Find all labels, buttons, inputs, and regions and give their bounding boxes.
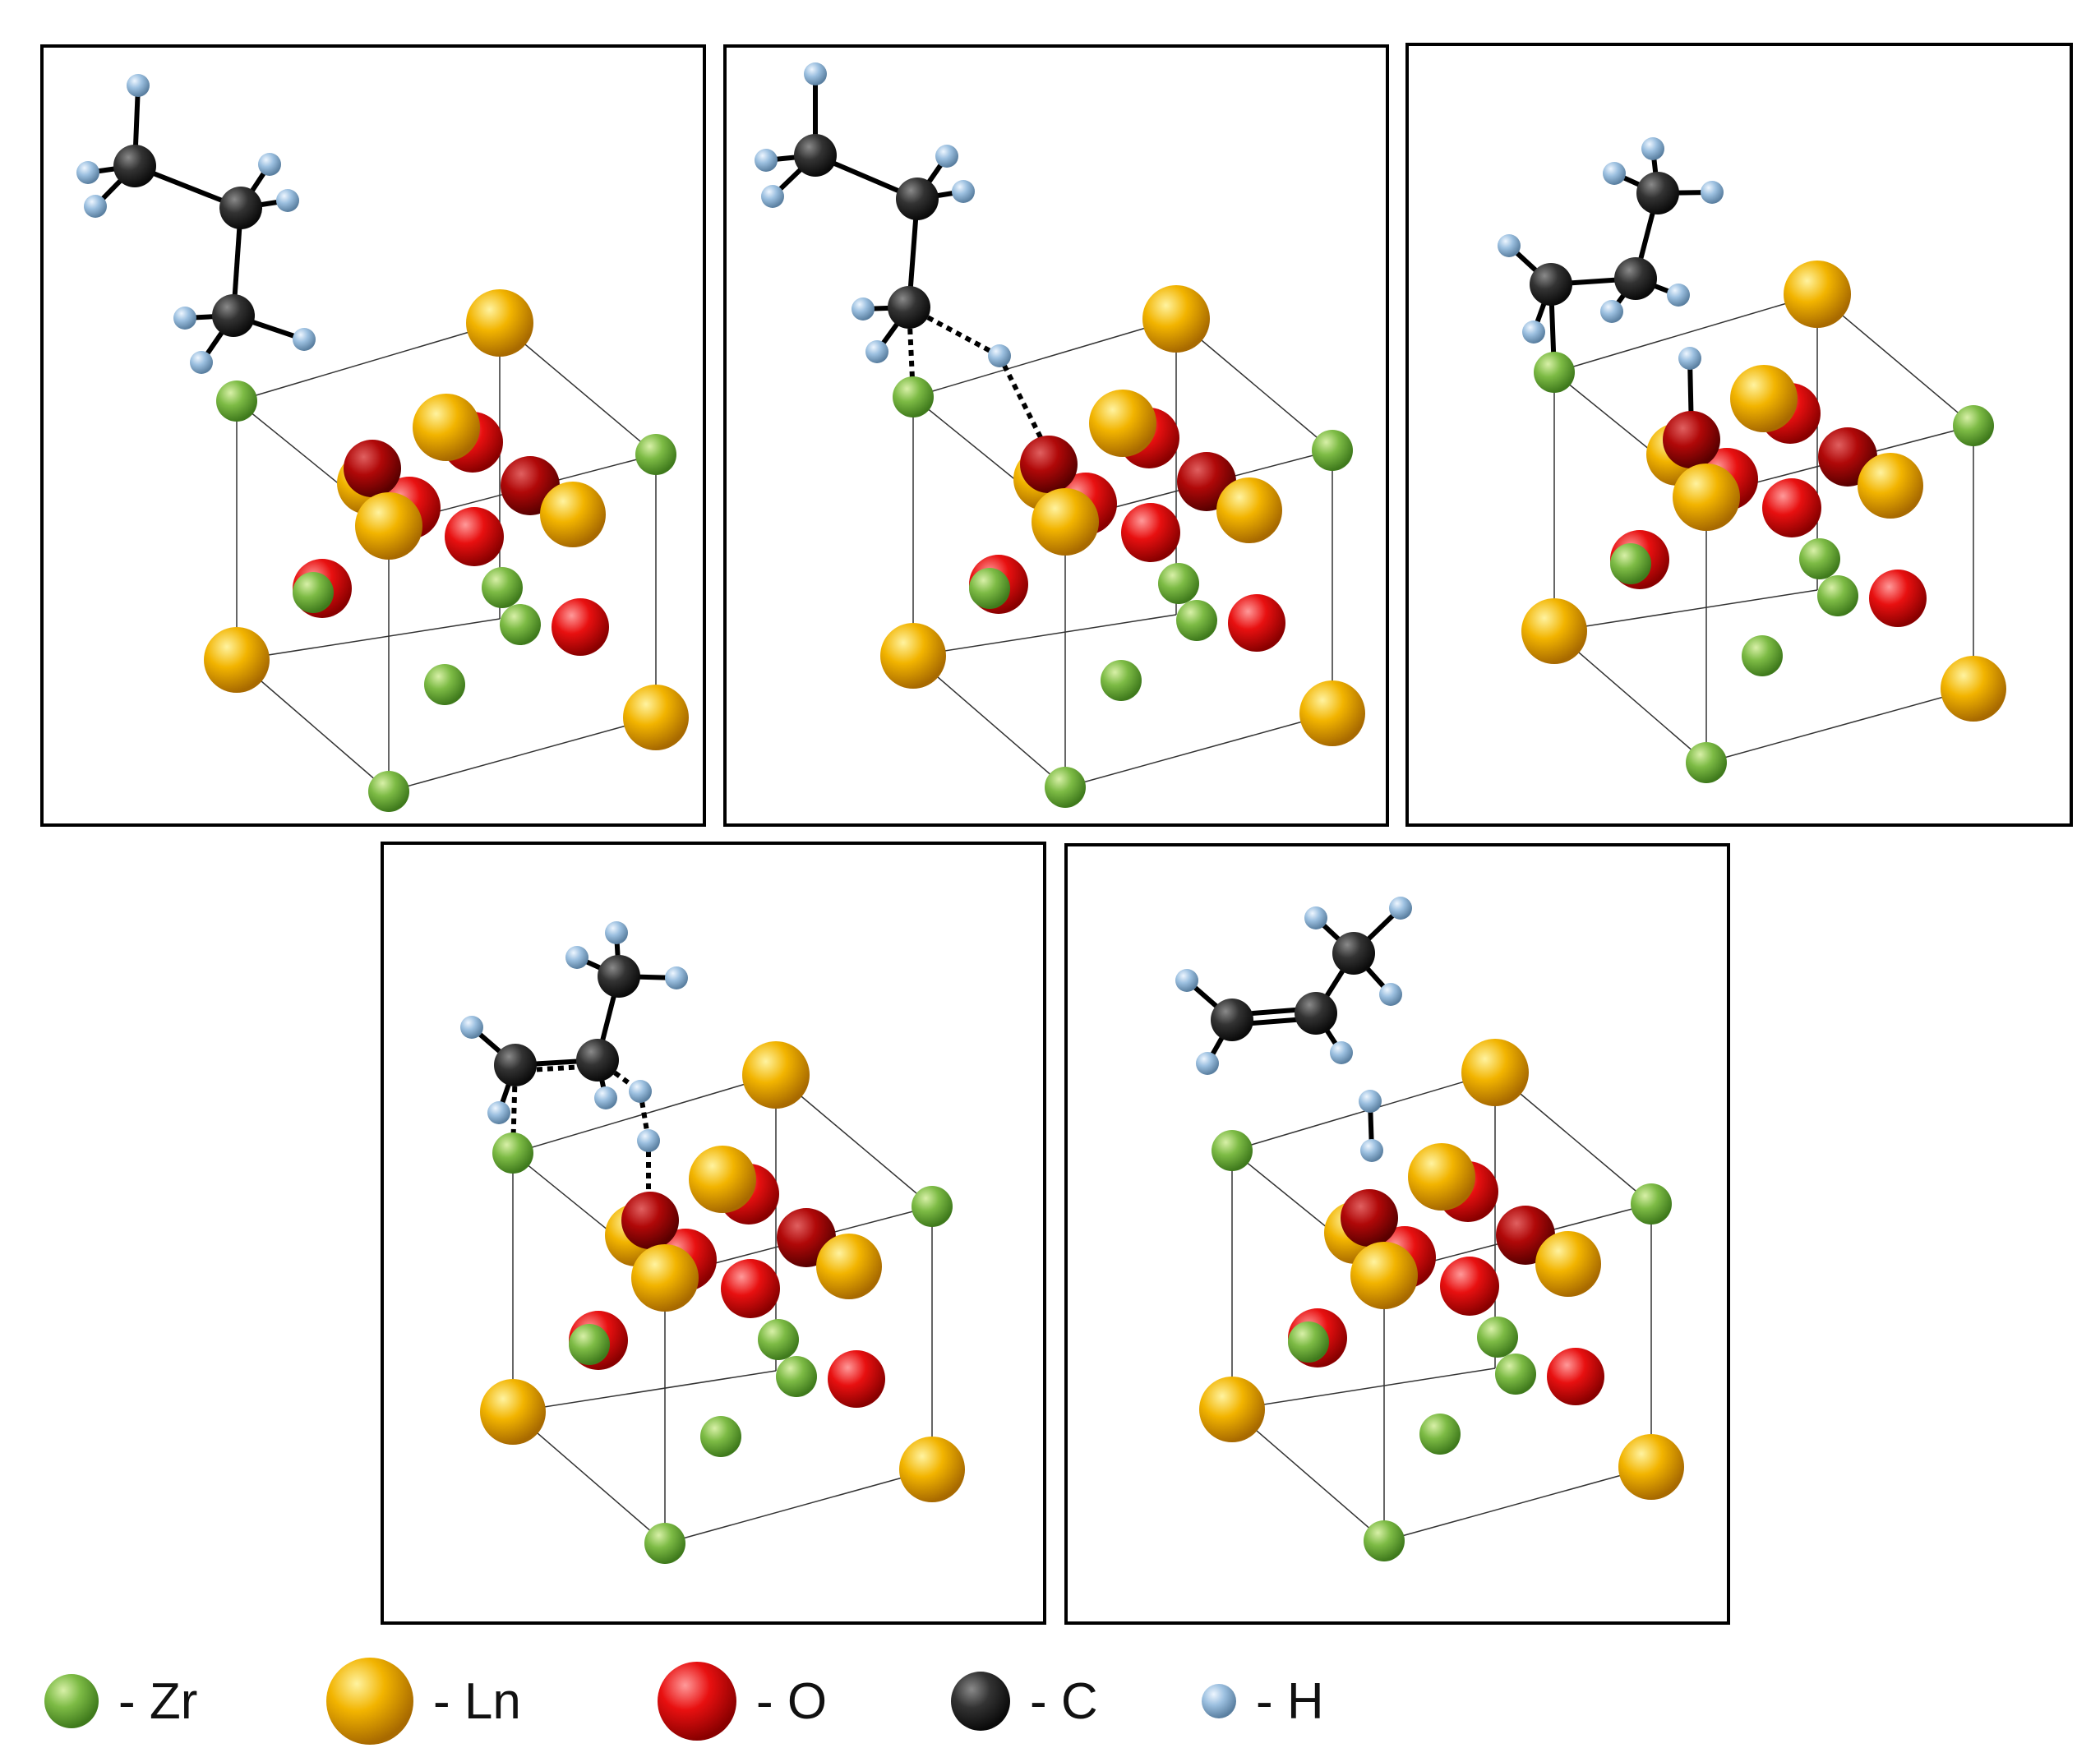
- structure-panel-5: [1175, 897, 1684, 1561]
- legend-item-zr: - Zr: [43, 1660, 197, 1742]
- legend-item-o: - O: [656, 1660, 827, 1742]
- ln-atom-icon: [326, 1658, 413, 1745]
- dashed-interactions: [907, 305, 1045, 444]
- structure-panel-4: [460, 921, 965, 1564]
- atoms: [1498, 137, 2006, 783]
- dashed-interactions: [510, 1058, 651, 1202]
- h-atom-icon: [1202, 1684, 1236, 1718]
- panel-5: [1064, 843, 1730, 1625]
- unit-cell-lines: [1553, 293, 1974, 763]
- atom-legend: - Zr - Ln - O - C - H: [0, 1658, 2100, 1745]
- atoms: [1175, 897, 1684, 1561]
- legend-label-h: - H: [1256, 1672, 1324, 1730]
- legend-item-ln: - Ln: [325, 1658, 521, 1745]
- unit-cell-lines: [512, 1074, 933, 1544]
- atoms: [460, 921, 965, 1564]
- atoms: [76, 74, 689, 812]
- structure-panel-2: [755, 62, 1365, 808]
- panel-3: [1405, 43, 2073, 827]
- legend-item-h: - H: [1200, 1660, 1324, 1742]
- panel-2: [723, 44, 1389, 827]
- legend-label-ln: - Ln: [433, 1672, 521, 1730]
- structure-panel-3: [1498, 137, 2006, 783]
- structure-panel-1: [76, 74, 689, 812]
- unit-cell-lines: [1231, 1072, 1652, 1542]
- legend-label-o: - O: [756, 1672, 828, 1730]
- legend-label-zr: - Zr: [118, 1672, 198, 1730]
- o-atom-icon: [658, 1662, 736, 1741]
- panel-1: [40, 44, 706, 827]
- zr-atom-icon: [44, 1674, 99, 1728]
- legend-item-c: - C: [949, 1660, 1098, 1742]
- panel-4: [381, 842, 1046, 1625]
- unit-cell-lines: [236, 322, 657, 792]
- c-atom-icon: [951, 1672, 1010, 1731]
- legend-label-c: - C: [1030, 1672, 1098, 1730]
- atoms: [755, 62, 1365, 808]
- unit-cell-lines: [912, 318, 1333, 788]
